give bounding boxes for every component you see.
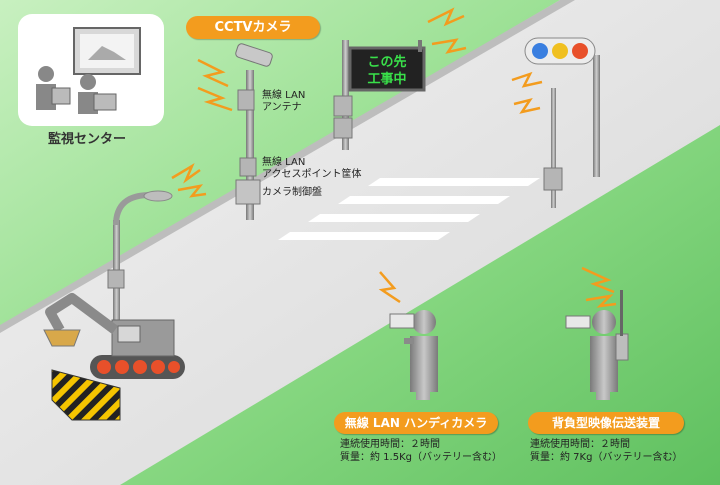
signal-red-light [572, 43, 588, 59]
hazard-barrier [51, 369, 121, 421]
cctv-camera-label: CCTVカメラ [186, 16, 320, 39]
handy-camera-title: 無線 LAN ハンディカメラ [334, 412, 498, 434]
person-backpack [565, 290, 629, 400]
access-point-label-line2: アクセスポイント筐体 [262, 169, 362, 180]
message-sign-board [348, 46, 426, 92]
monitoring-center-label: 監視センター [48, 132, 127, 147]
cctv-signal-waves [197, 58, 233, 112]
backpack-spec-weight: 質量：約 7Kg（バッテリー含む） [530, 452, 683, 463]
backpack-unit [615, 333, 629, 361]
camera-control-label: カメラ制御盤 [262, 187, 322, 198]
handy-camera-spec-duration: 連続使用時間：２時間 [340, 439, 440, 450]
handy-camera-device [389, 313, 415, 329]
wireless-antenna-label-line1: 無線 LAN [262, 90, 306, 101]
street-lamp [107, 190, 173, 330]
cctv-pole [235, 43, 273, 220]
lamp-signal-waves [171, 162, 207, 198]
signal-blue-light [532, 43, 548, 59]
handy-camera-spec-weight: 質量：約 1.5Kg（バッテリー含む） [340, 452, 502, 463]
sign-text-line2: 工事中 [367, 71, 406, 87]
monitoring-center-illustration [36, 27, 141, 114]
road-edge-upper [0, 0, 575, 333]
traffic-signal [524, 37, 600, 208]
wireless-antenna-label-line2: アンテナ [262, 102, 302, 113]
backpack-transmitter-title: 背負型映像伝送装置 [528, 412, 684, 434]
excavator [43, 293, 185, 379]
sign-signal-waves [427, 7, 467, 54]
crosswalk [278, 178, 540, 240]
message-sign-pole [333, 40, 426, 150]
backpack-spec-duration: 連続使用時間：２時間 [530, 439, 630, 450]
signal-yellow-light [552, 43, 568, 59]
handy-camera-waves [378, 271, 401, 304]
signal-waves [511, 71, 543, 114]
access-point-label-line1: 無線 LAN [262, 157, 306, 168]
monitoring-center-panel [18, 14, 164, 126]
sign-text-line1: この先 [367, 54, 406, 70]
backpack-waves [581, 266, 617, 308]
person-handy-camera [389, 310, 438, 400]
